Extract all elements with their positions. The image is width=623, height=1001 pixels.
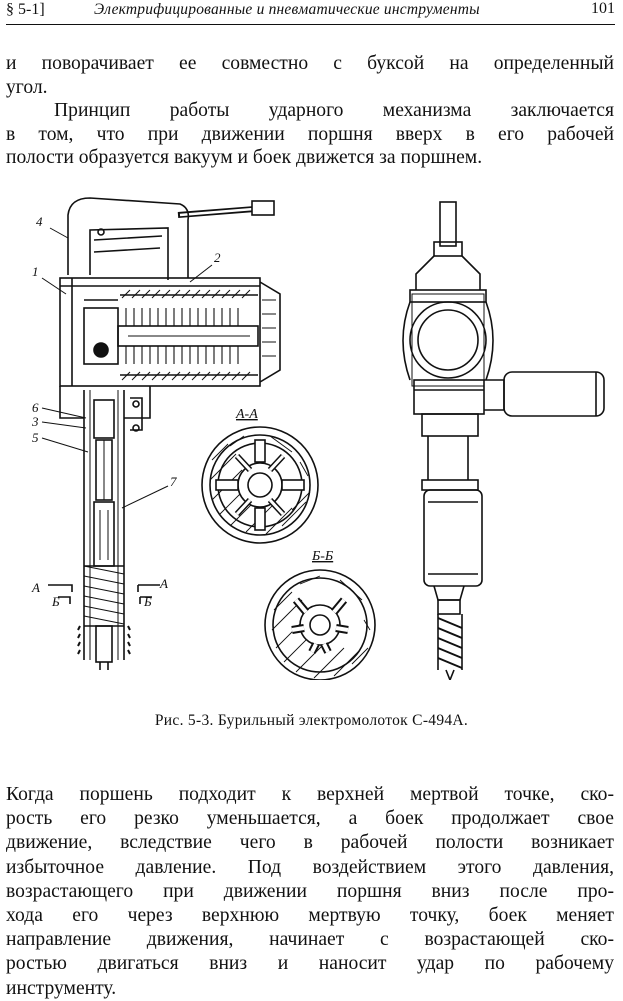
text-line: рость его резко уменьшается, а боек прод… [6,808,614,830]
label-section-aa: А-А [235,407,258,422]
label-3: 3 [31,414,39,429]
text-line: и поворачивает ее совместно с буксой на … [6,53,614,74]
label-a-right: A [159,576,168,591]
text-line: Когда поршень подходит к верхней мертвой… [6,784,614,805]
label-2: 2 [214,250,221,265]
section-number: § 5-1] [6,1,45,18]
label-b-left: Б [51,594,60,609]
label-7: 7 [170,474,177,489]
section-view-bb [264,569,376,681]
text-line: ростью двигаться вниз и наносит удар по … [6,953,614,975]
figure-drill-hammer: 4 1 2 6 3 5 7 A A Б Б А-А Б-Б [30,190,610,683]
page-number: 101 [591,0,615,17]
label-1: 1 [32,264,39,279]
technical-drawing: 4 1 2 6 3 5 7 A A Б Б А-А Б-Б [31,197,605,683]
text-line: полости образуется вакуум и боек движетс… [6,147,483,168]
figure-caption: Рис. 5-3. Бурильный электромолоток С-494… [154,712,469,729]
text-line: возрастающего при движении поршня вниз п… [6,880,614,902]
text-line: хода его через верхнюю мертвую точку, бо… [6,905,614,927]
text-line: угол. [6,76,48,98]
label-4: 4 [36,214,43,229]
label-6: 6 [32,400,39,415]
sectional-view [41,197,281,670]
label-5: 5 [32,430,39,445]
text-line: Принцип работы ударного механизма заключ… [54,100,614,121]
label-a-left: A [31,580,40,595]
external-view [402,201,605,683]
running-title: Электрифицированные и пневматические инс… [94,1,480,18]
paragraph-bottom: Когда поршень подходит к верхней мертвой… [6,783,614,1001]
text-line: движение, вследствие чего в рабочей поло… [6,832,614,854]
label-section-bb: Б-Б [311,549,333,564]
text-line: в том, что при движении поршня вверх в е… [6,123,614,145]
text-line: инструменту. [6,977,117,999]
text-line: избыточное давление. Под воздействием эт… [6,856,614,878]
paragraph-top: и поворачивает ее совместно с буксой на … [6,52,614,170]
running-header: § 5-1] Электрифицированные и пневматичес… [6,0,615,25]
label-b-right: Б [143,594,152,609]
section-view-aa [201,426,319,544]
text-line: направление движения, начинает с возраст… [6,929,614,951]
